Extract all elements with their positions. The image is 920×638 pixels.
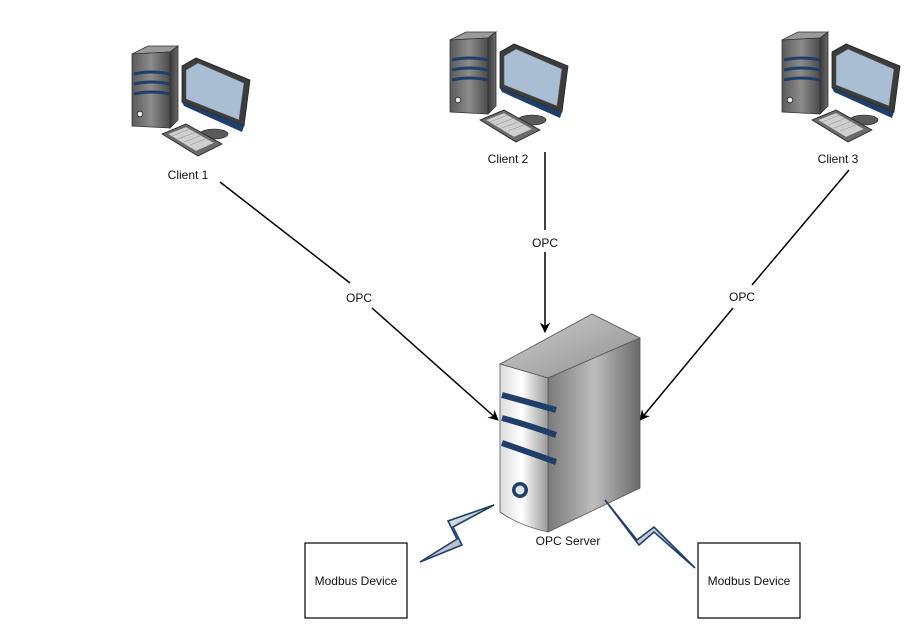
- connection-3-label: OPC: [729, 290, 755, 304]
- connection-client-3: [639, 169, 850, 421]
- client-1-computer-icon: [130, 44, 252, 158]
- client-2-label: Client 2: [488, 152, 529, 166]
- opc-server-icon: [498, 313, 641, 533]
- client-3-computer-icon: [780, 30, 902, 144]
- connection-1-label: OPC: [346, 291, 372, 305]
- modbus-device-left: Modbus Device: [304, 542, 408, 619]
- client-1-label: Client 1: [168, 168, 209, 182]
- client-2-computer-icon: [448, 30, 570, 144]
- modbus-device-right: Modbus Device: [697, 542, 801, 619]
- connection-2-label: OPC: [532, 236, 558, 250]
- lightning-link-left-icon: [419, 504, 495, 563]
- connection-client-1: [219, 181, 499, 421]
- modbus-device-left-label: Modbus Device: [315, 574, 398, 588]
- lightning-link-right-icon: [604, 499, 696, 569]
- client-3-label: Client 3: [818, 152, 859, 166]
- opc-server-label: OPC Server: [536, 534, 601, 548]
- modbus-device-right-label: Modbus Device: [708, 574, 791, 588]
